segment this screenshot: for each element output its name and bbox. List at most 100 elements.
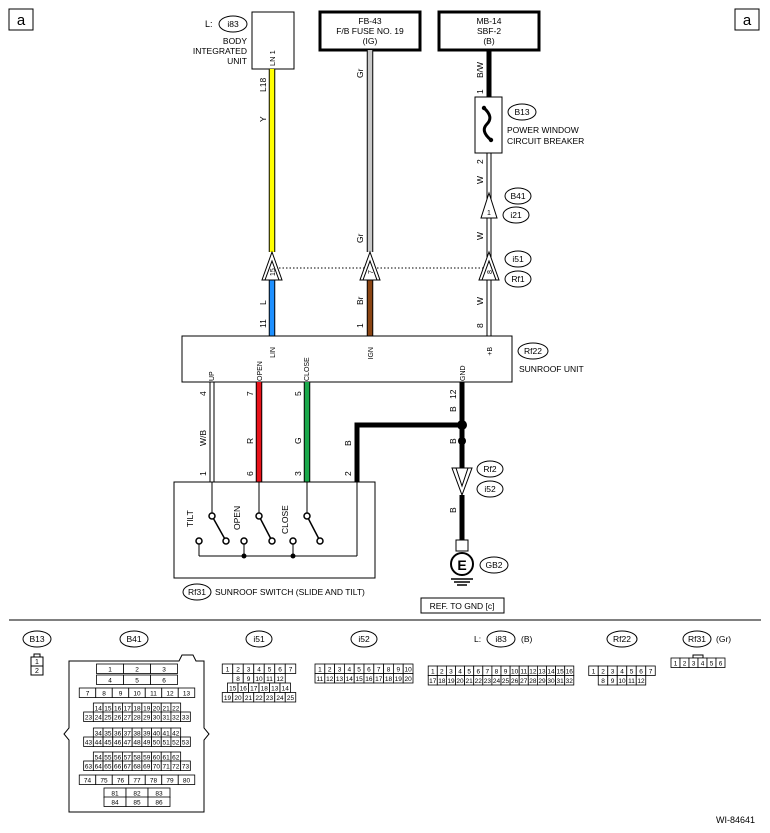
b41-pin-48: 48 [133,740,141,747]
i83-pin-10: 10 [511,669,519,676]
rf22-pin-2: 2 [601,669,605,676]
connector-i51-gray [359,250,381,281]
rf31-pin-4: 4 [701,661,705,668]
b41-oval [504,187,532,205]
i51-pin-12: 12 [276,676,284,683]
b41-pin-12: 12 [166,691,174,698]
i83-pin-27: 27 [520,678,528,685]
b41-pin-22: 22 [172,706,180,713]
b41-pin-14: 14 [95,706,103,713]
b41-pin-15: 15 [104,706,112,713]
b41-pin-65: 65 [104,764,112,771]
i83-id: i83 [227,19,239,29]
mb14-box [437,10,541,52]
i83-pin-30: 30 [547,678,555,685]
b41-pin-83: 83 [155,791,163,798]
sunroof-unit-box [181,335,513,383]
b41-pin-67: 67 [124,764,132,771]
splice-point-2 [458,437,466,445]
rf22-pin-5: 5 [630,669,634,676]
wire-wb [209,382,215,482]
fb43-line2: F/B FUSE NO. 19 [336,26,404,36]
i21-id: i21 [510,210,522,220]
i83-pin-5: 5 [467,669,471,676]
i52-pin-19: 19 [395,676,403,683]
b41-id: B41 [510,191,525,201]
wire-black-color-mid: B [448,438,458,444]
b41-pin-39: 39 [143,731,151,738]
breaker-dot-top [481,105,487,111]
b41-pin-31: 31 [162,715,170,722]
rf31-pin-3: 3 [692,661,696,668]
rf31-pin-1: 1 [674,661,678,668]
b41-pin-3-cell [150,663,178,674]
b41-pin-5: 5 [135,678,139,685]
b41-pin-16: 16 [114,706,122,713]
i83-pin-29: 29 [538,678,546,685]
i83-pin-16: 16 [566,669,574,676]
b41-pin-33: 33 [182,715,190,722]
i51-pin-5: 5 [268,667,272,674]
conn-b13-pin1: 1 [35,659,39,666]
i51-gray-pin: 7 [368,270,375,274]
b41-pin-64: 64 [95,764,103,771]
i52-oval [476,480,504,498]
rf22-pin-7: 7 [649,669,653,676]
switch-junction-dots [241,553,296,559]
i52-pin-6: 6 [367,667,371,674]
b41-pin-7: 7 [86,691,90,698]
b41-pin-53: 53 [182,740,190,747]
b41-pin-11: 11 [150,691,157,698]
wire-green-pin-top: 5 [293,391,303,396]
breaker-pin1: 1 [475,89,485,94]
wire-blue-pin: 11 [258,319,268,328]
mb14-line1: MB-14 [476,16,501,26]
fb43-line1: FB-43 [358,16,381,26]
b41-pin-58: 58 [133,755,141,762]
conn-i83-label: i83 [495,634,507,644]
ln1-label: LN 1 [268,50,277,66]
wire-black-pin-top: 12 [448,389,458,399]
b41-pin-80: 80 [183,778,191,785]
terminal-close: CLOSE [304,357,311,381]
wire-blue-color: L [258,300,268,305]
b13-id: B13 [514,107,529,117]
b41-pin-68: 68 [133,764,141,771]
i51-pin-8: 8 [236,676,240,683]
b41-pin-21: 21 [162,706,170,713]
wire-w3-color: W [475,297,485,305]
conn-i51-oval [245,630,273,648]
switch-open-label: OPEN [232,506,242,530]
wire-red-color: R [245,438,255,444]
i52-pin-1: 1 [318,667,322,674]
wire-wb-pin-bottom: 1 [198,471,208,476]
b41-pin-72: 72 [172,764,180,771]
i51-pin-25-cell [284,692,297,703]
terminal-gnd: GND [460,365,467,381]
ground-e-symbol: E [457,557,466,573]
b41-pin-43: 43 [85,740,93,747]
i51-pin-13: 13 [271,686,279,693]
conn-i83-suffix: (B) [521,634,533,644]
b41-pin-50: 50 [153,740,161,747]
wire-black-color-branch: B [343,440,353,446]
corner-label-left: a [17,12,26,29]
i52-pin-11: 11 [317,676,324,683]
b41-pin-29: 29 [143,715,151,722]
breaker-dot-bottom [488,137,494,143]
wire-brown-color: Br [355,296,365,305]
conn-i83-prefix: L: [474,634,481,644]
fb43-box [318,10,422,52]
b41-pin-28: 28 [133,715,141,722]
i52-pin-16: 16 [365,676,373,683]
b41-pin-62: 62 [172,755,180,762]
i52-pin-5: 5 [357,667,361,674]
b41-pin-10: 10 [133,691,141,698]
b41-pin-46: 46 [114,740,122,747]
i51-pin-3: 3 [247,667,251,674]
b41-pin-54: 54 [95,755,103,762]
